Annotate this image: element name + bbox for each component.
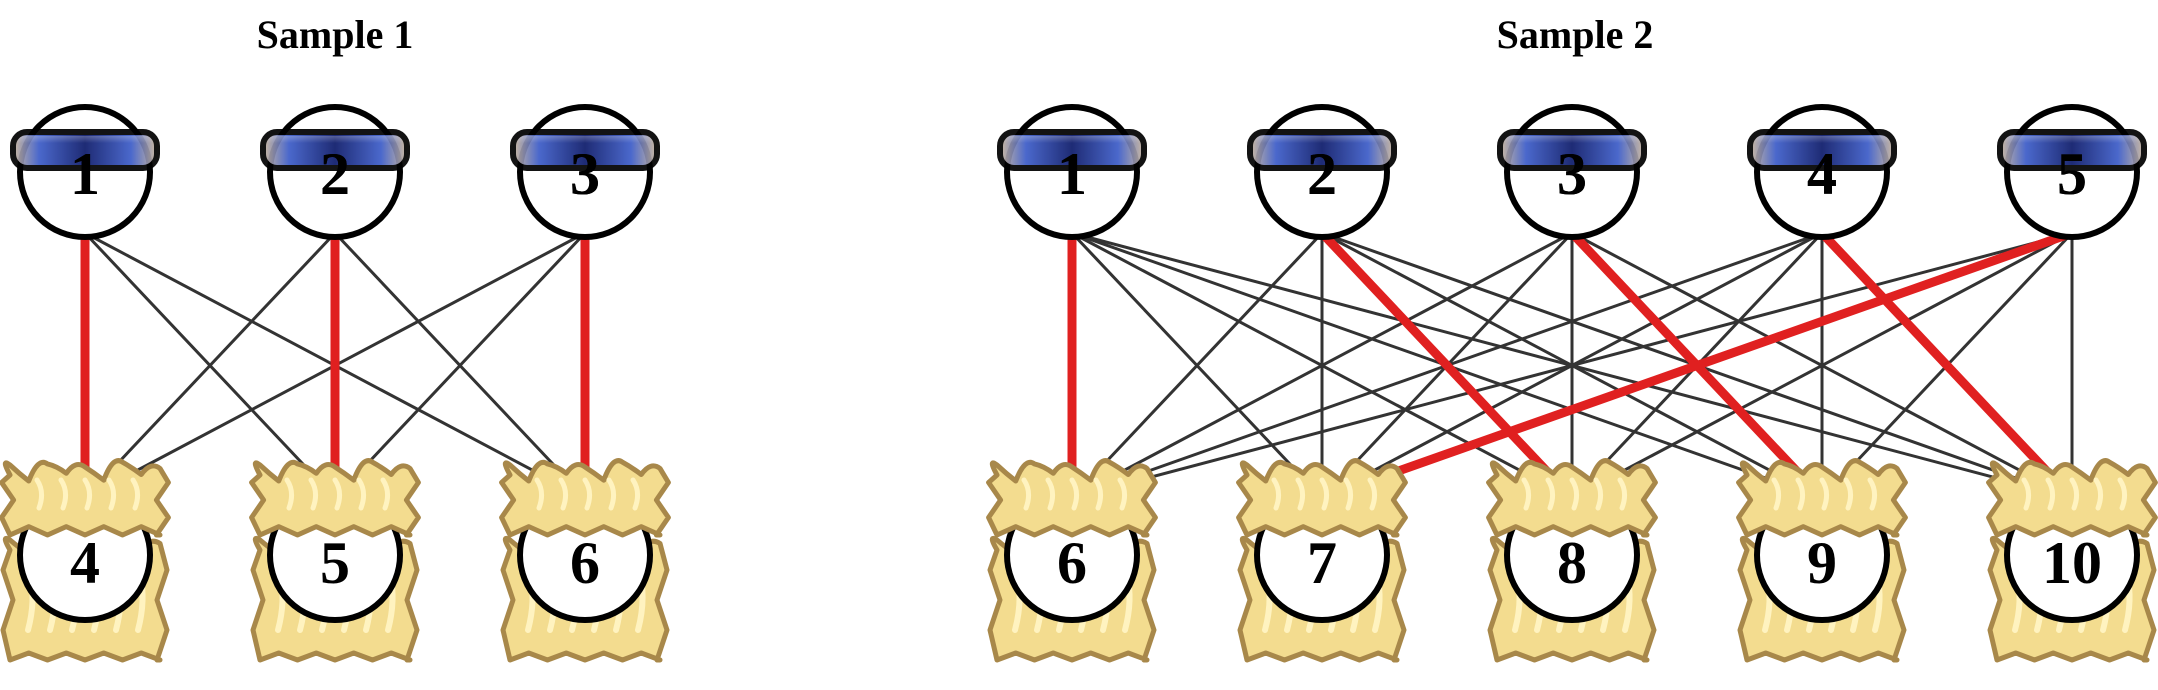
sample-1-top-node-2: 22: [260, 104, 410, 240]
sample-1-title: Sample 1: [257, 12, 414, 57]
sample-1-top-node-3: 33: [510, 104, 660, 240]
sample-2-top-nodes: 11 22 33 44 55: [997, 104, 2147, 240]
sunglasses-person-icon: [1997, 104, 2147, 240]
node-label: 3: [1557, 141, 1587, 207]
blonde-hair-person-icon: [499, 458, 671, 663]
sample-2-bottom-node-7: 7: [1236, 458, 1408, 663]
sample-1-top-nodes: 11 22 33: [10, 104, 660, 240]
matched-edge-2-8: [1318, 229, 1576, 502]
sample-2-top-node-1: 11: [997, 104, 1147, 240]
sample-1-bottom-nodes: 4 5 6: [0, 458, 671, 663]
sunglasses-person-icon: [1747, 104, 1897, 240]
sample-2-bottom-node-9: 9: [1736, 458, 1908, 663]
blonde-hair-person-icon: [249, 458, 421, 663]
blonde-hair-person-icon: [986, 458, 1158, 663]
edge-5-8: [1571, 231, 2073, 500]
node-label-overlay: 2: [320, 141, 350, 207]
blonde-hair-person-icon: [0, 458, 171, 663]
node-label: 3: [570, 141, 600, 207]
node-label-overlay: 4: [1807, 141, 1837, 207]
sample-2-top-node-3: 33: [1497, 104, 1647, 240]
node-label: 2: [320, 141, 350, 207]
node-label: 1: [70, 141, 100, 207]
sunglasses-person-icon: [510, 104, 660, 240]
edge-2-6: [1070, 231, 1324, 500]
sample-2-bottom-node-8: 8: [1486, 458, 1658, 663]
sample-1-bottom-node-6: 6: [499, 458, 671, 663]
sample-1-panel: Sample 1 4 5 6 11 22 33: [0, 12, 671, 663]
sample-2-title: Sample 2: [1497, 12, 1654, 57]
node-label-overlay: 3: [570, 141, 600, 207]
node-label: 1: [1057, 141, 1087, 207]
sample-2-bottom-node-6: 6: [986, 458, 1158, 663]
sample-2-bottom-node-10: 10: [1986, 458, 2158, 663]
sunglasses-person-icon: [1497, 104, 1647, 240]
edge-2-4: [83, 231, 337, 500]
sample-1-edges: [80, 231, 590, 500]
sunglasses-person-icon: [1247, 104, 1397, 240]
node-label: 8: [1557, 530, 1587, 596]
edge-3-6: [1071, 231, 1573, 500]
sample-2-top-node-2: 22: [1247, 104, 1397, 240]
matched-edge-5-7: [1320, 228, 2074, 503]
edge-5-6: [1071, 231, 2073, 500]
node-label: 7: [1307, 530, 1337, 596]
node-label: 2: [1307, 141, 1337, 207]
sample-2-panel: Sample 2 6 7 8 9 10 11 22 33 44 55: [986, 12, 2158, 663]
node-label-overlay: 3: [1557, 141, 1587, 207]
sample-1-bottom-node-5: 5: [249, 458, 421, 663]
node-label-overlay: 5: [2057, 141, 2087, 207]
sample-2-bottom-nodes: 6 7 8 9 10: [986, 458, 2158, 663]
sample-2-top-node-4: 44: [1747, 104, 1897, 240]
node-label: 4: [70, 530, 100, 596]
node-label: 5: [320, 530, 350, 596]
node-label: 6: [1057, 530, 1087, 596]
node-label-overlay: 2: [1307, 141, 1337, 207]
sample-1-top-node-1: 11: [10, 104, 160, 240]
sunglasses-person-icon: [997, 104, 1147, 240]
node-label-overlay: 1: [70, 141, 100, 207]
blonde-hair-person-icon: [1986, 458, 2158, 663]
node-label: 9: [1807, 530, 1837, 596]
sunglasses-person-icon: [260, 104, 410, 240]
blonde-hair-person-icon: [1736, 458, 1908, 663]
node-label-overlay: 1: [1057, 141, 1087, 207]
sunglasses-person-icon: [10, 104, 160, 240]
blonde-hair-person-icon: [1486, 458, 1658, 663]
node-label: 6: [570, 530, 600, 596]
sample-2-top-node-5: 55: [1997, 104, 2147, 240]
edge-3-5: [333, 231, 587, 500]
node-label: 10: [2042, 530, 2102, 596]
sample-2-edges: [1067, 228, 2076, 503]
node-label: 4: [1807, 141, 1837, 207]
sample-1-bottom-node-4: 4: [0, 458, 171, 663]
matched-edge-4-10: [1818, 229, 2076, 502]
blonde-hair-person-icon: [1236, 458, 1408, 663]
node-label: 5: [2057, 141, 2087, 207]
